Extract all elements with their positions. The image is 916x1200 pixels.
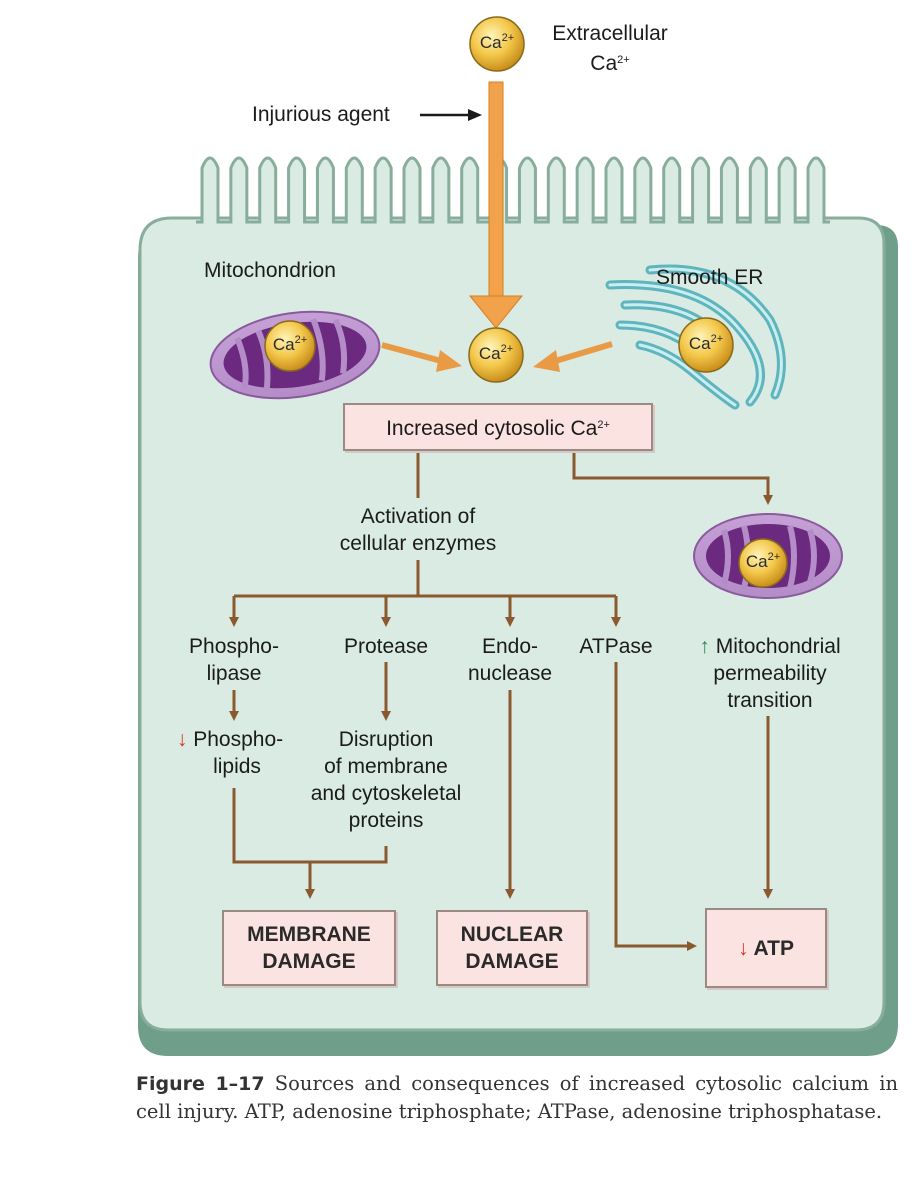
- endonuclease-label: Endo- nuclease: [467, 635, 553, 685]
- pathway-lines: [229, 452, 773, 951]
- mitochondrion-right: [693, 513, 843, 599]
- extracellular-label: Extracellular Ca2+: [552, 22, 668, 75]
- er-release-arrow: [533, 341, 613, 372]
- calcium-influx-arrow: [468, 81, 524, 329]
- injurious-agent-label: Injurious agent: [252, 103, 390, 126]
- phospholipase-label: Phospho- lipase: [189, 635, 279, 685]
- microvilli: [196, 156, 830, 224]
- mitochondrion-label: Mitochondrion: [204, 259, 336, 282]
- cytosolic-calcium-ion: [468, 327, 524, 383]
- increased-cytosolic-ca-box: Increased cytosolic Ca2+: [343, 403, 653, 451]
- extracellular-calcium-ion: [469, 16, 525, 72]
- injurious-agent-arrow: [420, 109, 482, 121]
- atp-decrease-box: ↓ ATP: [705, 908, 827, 988]
- microvilli-fill: [196, 158, 830, 222]
- smooth-er-label: Smooth ER: [656, 266, 764, 289]
- mitochondrion-top: [209, 310, 381, 400]
- disruption-label: Disruption of membrane and cytoskeletal …: [310, 728, 462, 832]
- activation-label: Activation of cellular enzymes: [339, 505, 497, 555]
- calcium-injury-diagram: [138, 16, 898, 1056]
- ca-label-cytosolic: Ca2+: [478, 343, 514, 363]
- ca-label-mito-right: Ca2+: [745, 551, 781, 571]
- figure-caption: Figure 1–17 Sources and consequences of …: [136, 1072, 899, 1123]
- mitochondrial-permeability-label: ↑ Mitochondrial permeability transition: [699, 635, 841, 712]
- ca-label-er: Ca2+: [688, 333, 724, 353]
- atpase-label: ATPase: [579, 635, 653, 658]
- ca-label-mito-top: Ca2+: [272, 334, 308, 354]
- microvilli-outline: [196, 156, 830, 224]
- ca-label-extracellular: Ca2+: [479, 32, 515, 52]
- mito-release-arrow: [381, 342, 462, 372]
- protease-label: Protease: [343, 635, 429, 658]
- increased-cytosolic-ca-text: Increased cytosolic Ca2+: [386, 417, 610, 440]
- er-calcium-ion: [678, 317, 734, 373]
- phospholipids-label: ↓ Phospho- lipids: [176, 728, 284, 778]
